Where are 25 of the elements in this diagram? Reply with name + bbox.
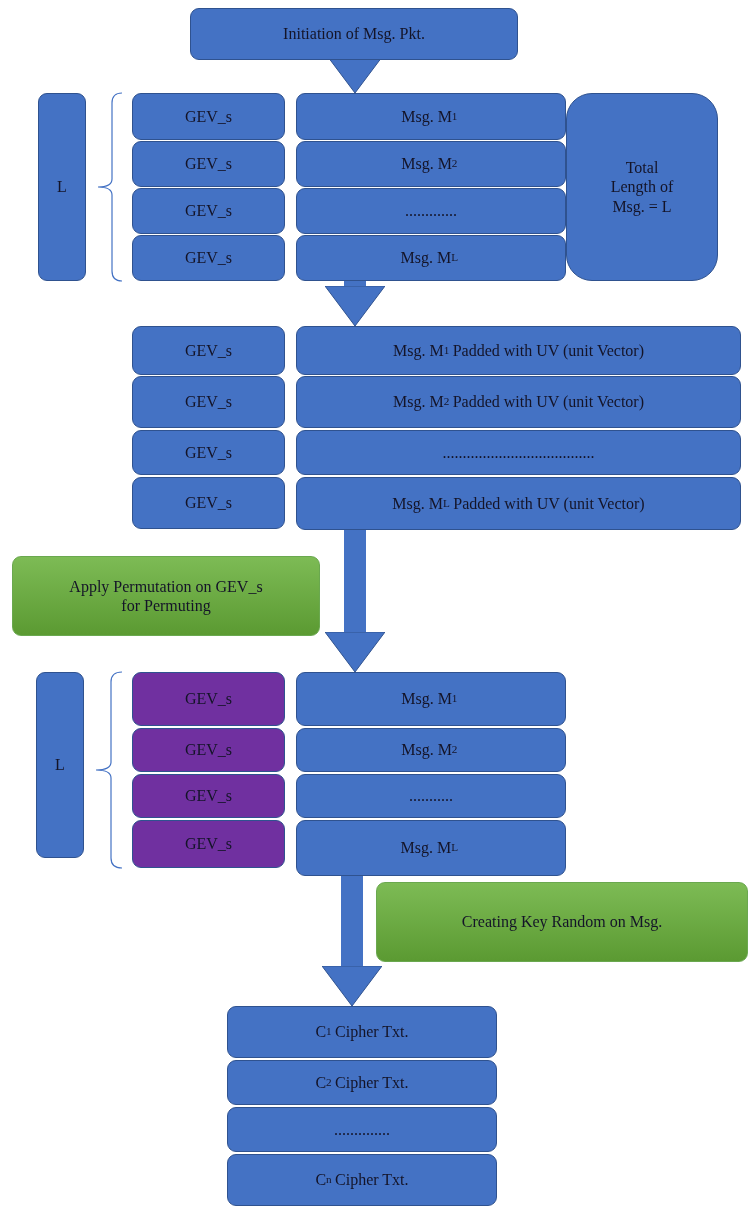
vector-block: GEV_s — [132, 376, 285, 428]
vector-block: GEV_s — [132, 774, 285, 818]
vector-block: GEV_s — [132, 141, 285, 187]
step-box: Initiation of Msg. Pkt. — [190, 8, 518, 60]
vector-block: GEV_s — [132, 820, 285, 868]
vector-block: GEV_s — [132, 430, 285, 475]
message-block: ...................................... — [296, 430, 741, 475]
block-arrow — [321, 876, 383, 1007]
block-arrow — [324, 530, 386, 673]
vector-block: GEV_s — [132, 326, 285, 375]
message-block: ........... — [296, 774, 566, 818]
message-block: ............. — [296, 188, 566, 234]
count-box: L — [38, 93, 86, 281]
vector-block: GEV_s — [132, 728, 285, 772]
vector-block: GEV_s — [132, 235, 285, 281]
cipher-block: .............. — [227, 1107, 497, 1152]
vector-block: GEV_s — [132, 672, 285, 726]
note-box: Total Length of Msg. = L — [566, 93, 718, 281]
vector-block: GEV_s — [132, 188, 285, 234]
vector-block: GEV_s — [132, 477, 285, 529]
step-box: Creating Key Random on Msg. — [376, 882, 748, 962]
block-arrow — [324, 281, 386, 327]
count-box: L — [36, 672, 84, 858]
vector-block: GEV_s — [132, 93, 285, 140]
step-box: Apply Permutation on GEV_s for Permuting — [12, 556, 320, 636]
